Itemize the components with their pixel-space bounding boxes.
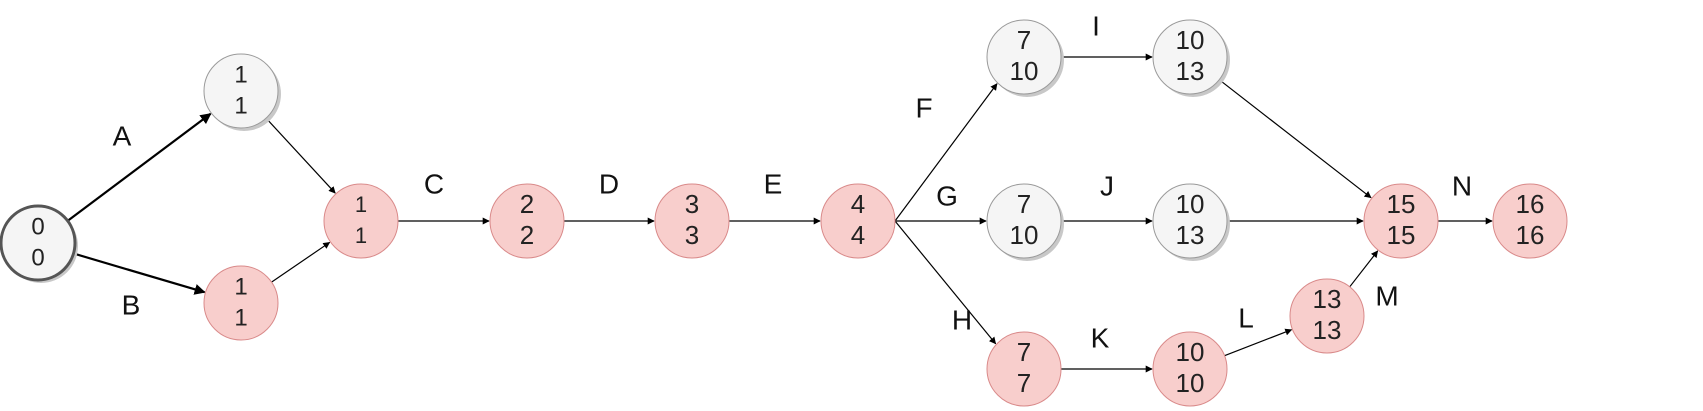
- node-bottom-value: 10: [1010, 56, 1039, 86]
- node-circle: [1152, 183, 1228, 259]
- node-circle: [1492, 183, 1568, 259]
- edge-label: E: [764, 168, 783, 199]
- edge-n1b-n1c: [271, 241, 331, 283]
- node-circle: [986, 19, 1062, 95]
- edge-n13-n15: [1349, 250, 1379, 288]
- event-node: 22: [489, 183, 565, 259]
- edge-label: N: [1452, 170, 1472, 201]
- event-node: 11: [203, 265, 279, 341]
- edge-label: A: [113, 120, 132, 151]
- node-top-value: 2: [520, 189, 534, 219]
- node-top-value: 13: [1313, 284, 1342, 314]
- edge-n0-n1b: [73, 252, 206, 295]
- node-bottom-value: 2: [520, 220, 534, 250]
- node-top-value: 10: [1176, 189, 1205, 219]
- node-circle: [1152, 19, 1228, 95]
- node-circle: [203, 53, 279, 129]
- node-top-value: 7: [1017, 337, 1031, 367]
- event-node: 44: [820, 183, 896, 259]
- edges-layer: [66, 53, 1493, 373]
- edge-label: C: [424, 168, 444, 199]
- node-top-value: 16: [1516, 189, 1545, 219]
- node-bottom-value: 13: [1176, 220, 1205, 250]
- edge-n4-n7a: [894, 83, 998, 222]
- node-circle: [1152, 331, 1228, 407]
- node-circle: [1363, 183, 1439, 259]
- edge-labels-layer: A B C D E F G H I J K L M N: [113, 10, 1472, 353]
- edge-label: K: [1091, 322, 1110, 353]
- edge-label: M: [1375, 280, 1398, 311]
- node-bottom-value: 10: [1176, 368, 1205, 398]
- node-bottom-value: 16: [1516, 220, 1545, 250]
- edge-label: B: [122, 289, 141, 320]
- node-bottom-value: 1: [234, 304, 247, 331]
- event-node: 710: [986, 19, 1064, 97]
- node-bottom-value: 3: [685, 220, 699, 250]
- edge-label: D: [599, 168, 619, 199]
- event-node: 710: [986, 183, 1064, 261]
- nodes-layer: 0011111122334471071077101310131010131315…: [0, 19, 1568, 407]
- node-top-value: 7: [1017, 189, 1031, 219]
- node-circle: [1289, 278, 1365, 354]
- node-top-value: 15: [1387, 189, 1416, 219]
- node-circle: [986, 183, 1062, 259]
- node-bottom-value: 13: [1176, 56, 1205, 86]
- node-bottom-value: 1: [234, 92, 247, 119]
- node-top-value: 1: [355, 192, 367, 217]
- edge-n4-n7c: [894, 220, 997, 345]
- node-bottom-value: 13: [1313, 315, 1342, 345]
- edge-label: L: [1238, 302, 1254, 333]
- edge-label: H: [952, 304, 972, 335]
- node-circle: [820, 183, 896, 259]
- edge-n1a-n1c: [265, 117, 336, 194]
- node-bottom-value: 1: [355, 223, 367, 248]
- node-circle: [654, 183, 730, 259]
- event-node: 77: [986, 331, 1062, 407]
- node-circle: [489, 183, 565, 259]
- node-circle: [986, 331, 1062, 407]
- edge-n0-n1a: [66, 112, 212, 222]
- event-node: 11: [323, 183, 399, 259]
- edge-label: G: [936, 180, 958, 211]
- edge-label: F: [915, 92, 932, 123]
- node-bottom-value: 10: [1010, 220, 1039, 250]
- node-top-value: 1: [234, 61, 247, 88]
- event-node: 11: [203, 53, 281, 131]
- node-top-value: 3: [685, 189, 699, 219]
- edge-label: I: [1092, 10, 1100, 41]
- node-top-value: 10: [1176, 25, 1205, 55]
- node-top-value: 0: [31, 213, 44, 240]
- edge-n10a-n15: [1218, 79, 1372, 199]
- node-top-value: 10: [1176, 337, 1205, 367]
- edge-n10c-n13: [1224, 328, 1293, 357]
- node-circle: [0, 204, 77, 282]
- node-circle: [323, 183, 399, 259]
- node-bottom-value: 7: [1017, 368, 1031, 398]
- node-bottom-value: 0: [31, 244, 44, 271]
- node-top-value: 7: [1017, 25, 1031, 55]
- node-bottom-value: 15: [1387, 220, 1416, 250]
- event-node: 00: [0, 204, 78, 283]
- event-node: 33: [654, 183, 730, 259]
- edge-label: J: [1100, 170, 1114, 201]
- node-bottom-value: 4: [851, 220, 865, 250]
- node-top-value: 4: [851, 189, 865, 219]
- node-top-value: 1: [234, 273, 247, 300]
- node-circle: [203, 265, 279, 341]
